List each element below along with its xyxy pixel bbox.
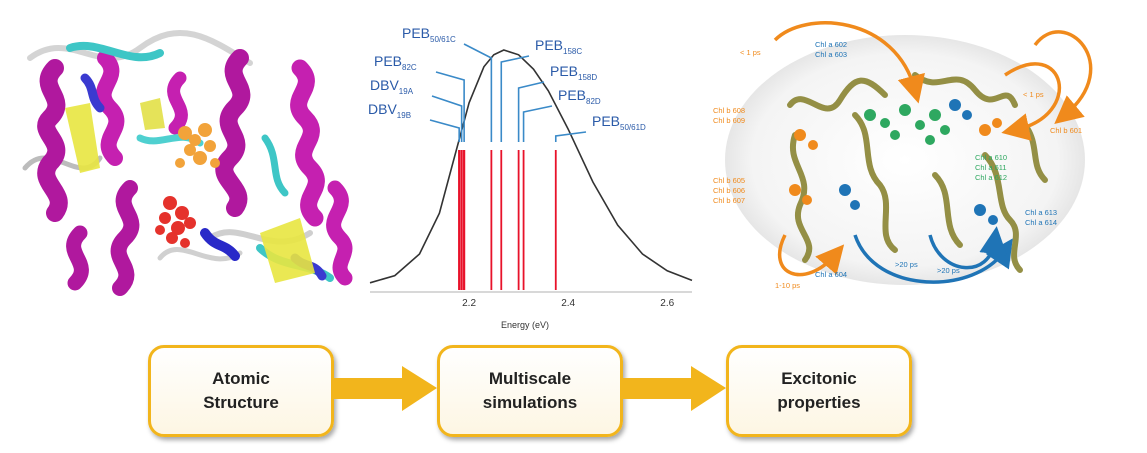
leader-line (463, 43, 493, 142)
x-axis-label: Energy (eV) (501, 320, 549, 330)
pigment-label: PEB82D (558, 87, 601, 106)
x-tick-label: 2.4 (561, 298, 575, 309)
excitonic-complex-image: < 1 ps < 1 ps 1-10 ps >20 ps >20 ps Chl … (713, 21, 1093, 290)
exciton-stick (490, 150, 493, 290)
time-label-4: >20 ps (895, 260, 918, 269)
pigment-label: DBV19B (368, 101, 411, 120)
chl-b-605: Chl b 605 (713, 176, 745, 185)
leader-line (431, 95, 463, 142)
step-atomic-structure-label: Atomic Structure (203, 369, 279, 412)
leader-line (517, 81, 545, 142)
exciton-stick (517, 150, 520, 290)
chl-b-606: Chl b 606 (713, 186, 745, 195)
exciton-stick (460, 150, 463, 290)
chl-a-610: Chl a 610 (975, 153, 1007, 162)
chl-a-613: Chl a 613 (1025, 208, 1057, 217)
step-excitonic-properties: Excitonic properties (726, 345, 912, 437)
chl-b-601: Chl b 601 (1050, 126, 1082, 135)
leader-line (522, 105, 553, 142)
exciton-stick (463, 150, 466, 290)
spectrum-curve (369, 49, 693, 284)
arrow-right-icon (621, 366, 726, 411)
step-multiscale-simulations-label: Multiscale simulations (482, 369, 578, 412)
pigment-label: PEB50/61D (592, 113, 646, 132)
chl-a-602: Chl a 602 (815, 40, 847, 49)
pigment-labels: DBV19B DBV19A PEB82C PEB50/61C PEB158C PEB158… (368, 25, 646, 142)
time-label-1: < 1 ps (740, 48, 761, 57)
exciton-stick (554, 150, 557, 290)
chl-a-603: Chl a 603 (815, 50, 847, 59)
exciton-stick (458, 150, 461, 290)
chl-b-608: Chl b 608 (713, 106, 745, 115)
chl-b-609: Chl b 609 (713, 116, 745, 125)
step-multiscale-simulations: Multiscale simulations (437, 345, 623, 437)
chl-a-612: Chl a 612 (975, 173, 1007, 182)
x-tick-labels: 2.2 2.4 2.6 (462, 298, 674, 309)
time-label-3: 1-10 ps (775, 281, 800, 290)
leader-line (500, 55, 530, 142)
absorption-spectrum-chart: DBV19B DBV19A PEB82C PEB50/61C PEB158C PEB158… (368, 25, 693, 330)
exciton-stick (500, 150, 503, 290)
chl-a-614: Chl a 614 (1025, 218, 1057, 227)
time-label-2: < 1 ps (1023, 90, 1044, 99)
step-excitonic-properties-label: Excitonic properties (777, 369, 861, 412)
chl-b-607: Chl b 607 (713, 196, 745, 205)
time-label-5: >20 ps (937, 266, 960, 275)
step-atomic-structure: Atomic Structure (148, 345, 334, 437)
pigment-label: PEB158D (550, 63, 597, 82)
pigment-label: DBV19A (370, 77, 414, 96)
pigment-label: PEB82C (374, 53, 417, 72)
x-tick-label: 2.2 (462, 298, 476, 309)
chl-a-604: Chl a 604 (815, 270, 847, 279)
pigment-label: PEB158C (535, 37, 582, 56)
leader-line (554, 131, 587, 142)
protein-structure-image (22, 30, 353, 296)
arrow-right-icon (332, 366, 437, 411)
x-tick-label: 2.6 (660, 298, 674, 309)
exciton-stick (522, 150, 525, 290)
chl-a-611: Chl a 611 (975, 163, 1007, 172)
exciton-sticks (458, 150, 557, 290)
leader-line (435, 71, 465, 142)
pigment-label: PEB50/61C (402, 25, 456, 44)
leader-line (429, 119, 460, 142)
